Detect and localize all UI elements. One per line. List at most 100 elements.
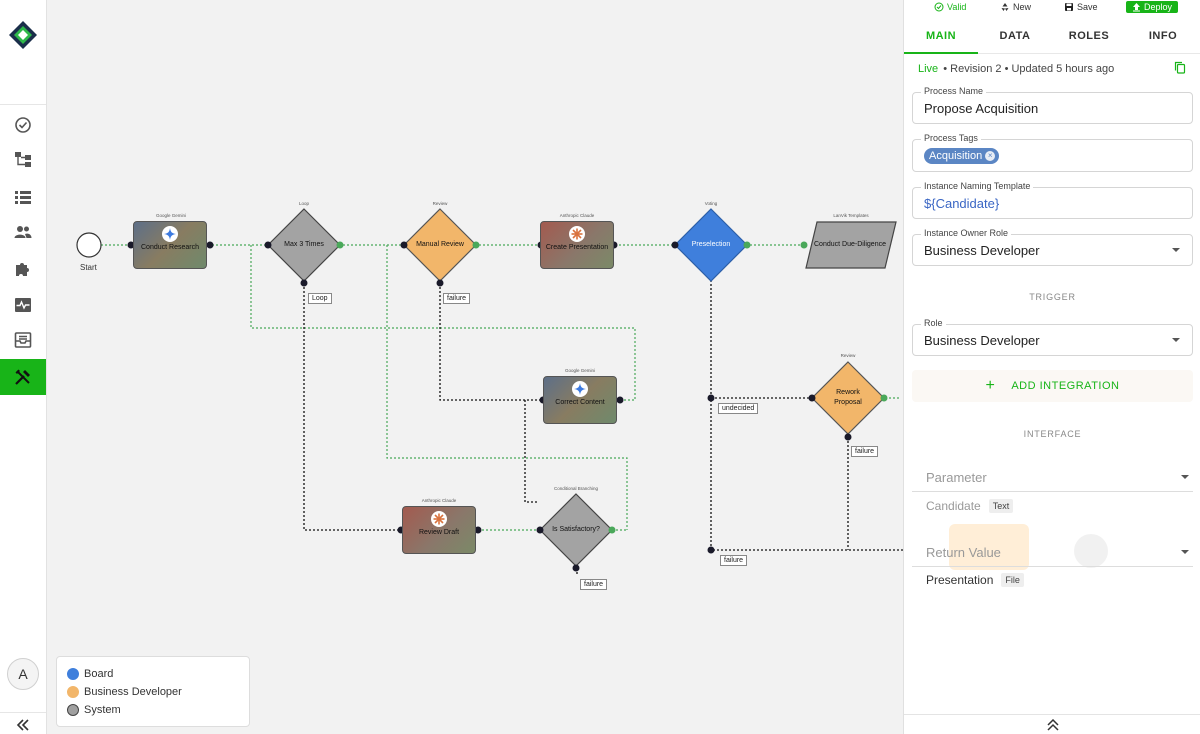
start-event[interactable] xyxy=(76,232,102,258)
edge-tag-failure[interactable]: failure xyxy=(851,446,879,457)
node-correct-content[interactable]: Correct Content xyxy=(543,376,617,424)
parameter-item[interactable]: Candidate Text xyxy=(926,499,1014,513)
field-label: Role xyxy=(921,318,946,328)
left-sidebar: A xyxy=(0,0,47,734)
parameter-name: Candidate xyxy=(926,499,981,513)
close-icon[interactable]: × xyxy=(985,151,996,161)
role-legend: Board Business Developer System xyxy=(56,656,250,727)
sidebar-item-integrations[interactable] xyxy=(0,252,46,286)
field-label: Instance Owner Role xyxy=(921,228,1012,238)
return-name: Presentation xyxy=(926,573,994,587)
tab-roles[interactable]: ROLES xyxy=(1068,29,1110,42)
sidebar-divider xyxy=(0,104,46,105)
parameter-placeholder: Parameter xyxy=(926,470,987,485)
add-integration-button[interactable]: + ADD INTEGRATION xyxy=(912,370,1193,402)
label-manual-review: Manual Review xyxy=(416,241,464,248)
list-icon xyxy=(15,191,31,204)
label-preselection: Preselection xyxy=(691,241,731,248)
caption-create-presentation: Anthropic Claude xyxy=(559,213,595,218)
node-create-presentation[interactable]: Create Presentation xyxy=(540,221,614,269)
double-chevron-left-icon xyxy=(16,719,29,731)
copy-icon[interactable] xyxy=(1174,61,1186,79)
chevron-down-icon xyxy=(1172,338,1180,342)
legend-item: Board xyxy=(67,665,239,683)
deploy-label: Deploy xyxy=(1144,2,1173,12)
process-canvas[interactable]: Google Gemini Loop Review Anthropic Clau… xyxy=(47,0,903,734)
field-label: Process Tags xyxy=(921,133,981,143)
gemini-icon xyxy=(572,381,588,397)
expand-panel-button[interactable] xyxy=(904,714,1200,734)
new-button[interactable]: New xyxy=(1000,2,1031,12)
panel-tabs: MAIN DATA ROLES INFO xyxy=(904,18,1200,54)
sidebar-item-monitoring[interactable] xyxy=(0,288,46,322)
sidebar-item-inbox[interactable] xyxy=(0,323,46,357)
caption-conduct-research: Google Gemini xyxy=(155,213,186,218)
collapse-sidebar-button[interactable] xyxy=(12,716,34,734)
sidebar-item-builder[interactable] xyxy=(0,359,46,395)
edge-tag-loop[interactable]: Loop xyxy=(308,293,332,304)
sidebar-item-tasks[interactable] xyxy=(0,108,46,142)
valid-label: Valid xyxy=(947,2,967,12)
caption-correct-content: Google Gemini xyxy=(564,368,595,373)
revision-status: Live • Revision 2 • Updated 5 hours ago xyxy=(918,63,1114,75)
diamond-logo[interactable] xyxy=(8,20,38,50)
sidebar-item-users[interactable] xyxy=(0,215,46,249)
claude-icon xyxy=(569,226,585,242)
panel-toolbar: Valid New Save Deploy xyxy=(904,0,1200,18)
tab-info[interactable]: INFO xyxy=(1148,29,1178,42)
node-review-draft[interactable]: Review Draft xyxy=(402,506,476,554)
type-badge: Text xyxy=(988,499,1014,513)
sidebar-item-processes[interactable] xyxy=(0,142,46,176)
chip-label: Acquisition xyxy=(929,150,983,162)
upload-icon xyxy=(1133,3,1140,12)
deploy-button[interactable]: Deploy xyxy=(1126,1,1179,13)
avatar[interactable]: A xyxy=(7,658,39,690)
owner-role-select[interactable]: Instance Owner Role Business Developer xyxy=(912,228,1193,266)
tools-icon xyxy=(15,369,30,385)
add-integration-label: ADD INTEGRATION xyxy=(1011,380,1120,392)
background-decoration xyxy=(949,524,1029,570)
interface-heading: INTERFACE xyxy=(1023,429,1082,439)
legend-swatch xyxy=(67,668,79,680)
save-button[interactable]: Save xyxy=(1064,2,1098,12)
parameter-select[interactable]: Parameter xyxy=(912,462,1193,492)
tab-main[interactable]: MAIN xyxy=(904,18,978,54)
legend-label: Business Developer xyxy=(84,686,182,698)
return-value-select[interactable]: Return Value xyxy=(912,537,1193,567)
process-name-field[interactable]: Process Name Propose Acquisition xyxy=(912,86,1193,124)
node-conduct-research[interactable]: Conduct Research xyxy=(133,221,207,269)
node-label: Correct Content xyxy=(555,399,605,406)
field-value: Propose Acquisition xyxy=(924,101,1039,116)
edge-tag-failure[interactable]: failure xyxy=(720,555,748,566)
gemini-icon xyxy=(162,226,178,242)
node-label: Conduct Research xyxy=(141,244,199,251)
legend-item: System xyxy=(67,701,239,719)
naming-template-field[interactable]: Instance Naming Template ${Candidate} xyxy=(912,181,1193,219)
sidebar-divider-bottom xyxy=(0,712,46,713)
new-label: New xyxy=(1013,2,1032,12)
process-tags-field[interactable]: Process Tags Acquisition × xyxy=(912,133,1193,172)
legend-swatch xyxy=(67,704,79,716)
valid-indicator: Valid xyxy=(934,2,966,12)
edge-tag-failure[interactable]: failure xyxy=(443,293,471,304)
caption-rework-proposal: Review xyxy=(840,353,856,358)
return-value-item[interactable]: Presentation File xyxy=(926,573,1024,587)
chevron-down-icon xyxy=(1181,474,1189,479)
trigger-heading: TRIGGER xyxy=(1029,292,1076,302)
edge-tag-undecided[interactable]: undecided xyxy=(718,403,759,414)
tab-data[interactable]: DATA xyxy=(999,29,1031,42)
edge-tag-failure[interactable]: failure xyxy=(580,579,608,590)
caption-review-draft: Anthropic Claude xyxy=(421,498,457,503)
live-badge: Live xyxy=(918,63,939,75)
gateway-preselection[interactable] xyxy=(674,208,748,282)
tag-chip[interactable]: Acquisition × xyxy=(924,148,1000,164)
sidebar-item-list[interactable] xyxy=(0,180,46,214)
return-placeholder: Return Value xyxy=(926,545,1001,560)
floppy-icon xyxy=(1065,3,1073,11)
trigger-role-select[interactable]: Role Business Developer xyxy=(912,318,1193,356)
puzzle-icon xyxy=(16,263,29,276)
node-label: Create Presentation xyxy=(545,244,609,251)
node-conduct-due-diligence[interactable] xyxy=(805,221,897,269)
recycle-icon xyxy=(1001,3,1009,11)
label-is-satisfactory: Is Satisfactory? xyxy=(552,526,600,533)
